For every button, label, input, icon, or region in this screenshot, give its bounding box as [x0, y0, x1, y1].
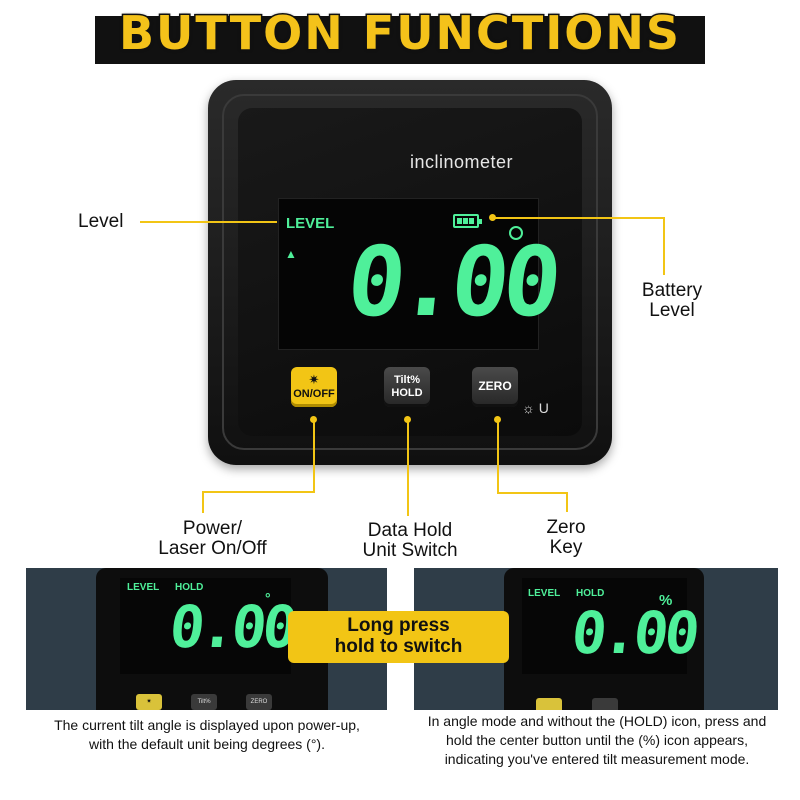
title-bar — [95, 16, 705, 64]
right-lcd-reading: 0.00 — [568, 599, 700, 667]
level-callout-line — [140, 221, 277, 223]
right-lcd-hold: HOLD — [576, 588, 605, 599]
zero-label-line2: Key — [549, 536, 583, 558]
battery-callout-dot — [489, 214, 496, 221]
left-lcd-reading: 0.00 — [166, 593, 298, 661]
percent-unit-icon: % — [659, 592, 673, 609]
left-caption: The current tilt angle is displayed upon… — [54, 717, 360, 752]
zero-callout-dot — [494, 416, 501, 423]
lcd-reading: 0.00 — [342, 226, 562, 338]
power-button[interactable]: ✷ ON/OFF — [291, 367, 337, 407]
zero-label-line1: Zero — [546, 517, 586, 538]
degree-unit-icon: ° — [265, 590, 271, 606]
power-label-line1: Power/ — [182, 518, 243, 539]
power-callout-dot — [310, 416, 317, 423]
zero-callout-label: Zero Key — [534, 518, 598, 558]
right-caption: In angle mode and without the (HOLD) ico… — [427, 713, 767, 767]
zero-callout-line-h — [497, 492, 567, 494]
level-callout-label: Level — [78, 211, 124, 232]
device-brand-label: inclinometer — [410, 152, 514, 172]
battery-callout-line-h — [493, 217, 664, 219]
right-mini-power-button — [536, 698, 562, 710]
right-demo-lcd — [522, 578, 687, 674]
left-lcd-hold: HOLD — [175, 582, 204, 593]
degree-icon — [509, 226, 523, 240]
zero-callout-line-v2 — [566, 492, 568, 512]
left-mini-hold-button: Tilt% — [191, 694, 217, 710]
right-lcd-level: LEVEL — [528, 588, 561, 599]
zero-button[interactable]: ZERO — [472, 367, 518, 407]
left-lcd-level: LEVEL — [127, 582, 160, 593]
power-callout-line-v2 — [202, 491, 204, 513]
hold-button[interactable]: Tilt% HOLD — [384, 367, 430, 407]
zero-button-label: ZERO — [478, 379, 512, 394]
badge-line1: Long press — [347, 615, 450, 637]
light-magnet-icon: ☼ U — [522, 400, 549, 416]
battery-callout-line-v — [663, 217, 665, 275]
right-mini-hold-button — [592, 698, 618, 710]
up-arrow-icon: ▲ — [285, 247, 297, 261]
power-callout-line-v1 — [313, 420, 315, 492]
hold-callout-label: Data Hold Unit Switch — [350, 521, 470, 561]
power-label-line2: Laser On/Off — [158, 537, 267, 559]
left-mini-zero-button: ZERO — [246, 694, 272, 710]
power-callout-line-h — [202, 491, 315, 493]
down-arrow-icon: ▼ — [519, 300, 531, 314]
device-bezel — [222, 94, 598, 450]
hold-button-line2: HOLD — [391, 387, 423, 399]
battery-label-line1: Battery — [641, 280, 703, 301]
left-mini-power-button: ✷ — [136, 694, 162, 710]
laser-icon: ✷ — [308, 372, 320, 388]
battery-label-line2: Level — [649, 299, 695, 321]
battery-icon — [453, 214, 482, 228]
long-press-badge: Long press hold to switch — [288, 611, 509, 663]
lcd-level-indicator: LEVEL — [286, 215, 335, 232]
left-demo-lcd — [120, 578, 291, 674]
left-caption-box — [26, 710, 387, 800]
hold-callout-dot — [404, 416, 411, 423]
page-title: BUTTON FUNCTIONS — [117, 5, 682, 62]
hold-label-line2: Unit Switch — [362, 539, 458, 561]
hold-label-line1: Data Hold — [367, 520, 453, 541]
power-button-label: ON/OFF — [293, 388, 335, 401]
hold-button-line1: Tilt% — [393, 374, 421, 387]
lcd-screen — [278, 198, 539, 350]
badge-line2: hold to switch — [334, 636, 463, 657]
right-caption-box — [414, 710, 778, 800]
zero-callout-line-v — [497, 420, 499, 493]
hold-callout-line — [407, 420, 409, 516]
power-callout-label: Power/ Laser On/Off — [140, 519, 285, 559]
battery-callout-label: Battery Level — [630, 281, 714, 321]
